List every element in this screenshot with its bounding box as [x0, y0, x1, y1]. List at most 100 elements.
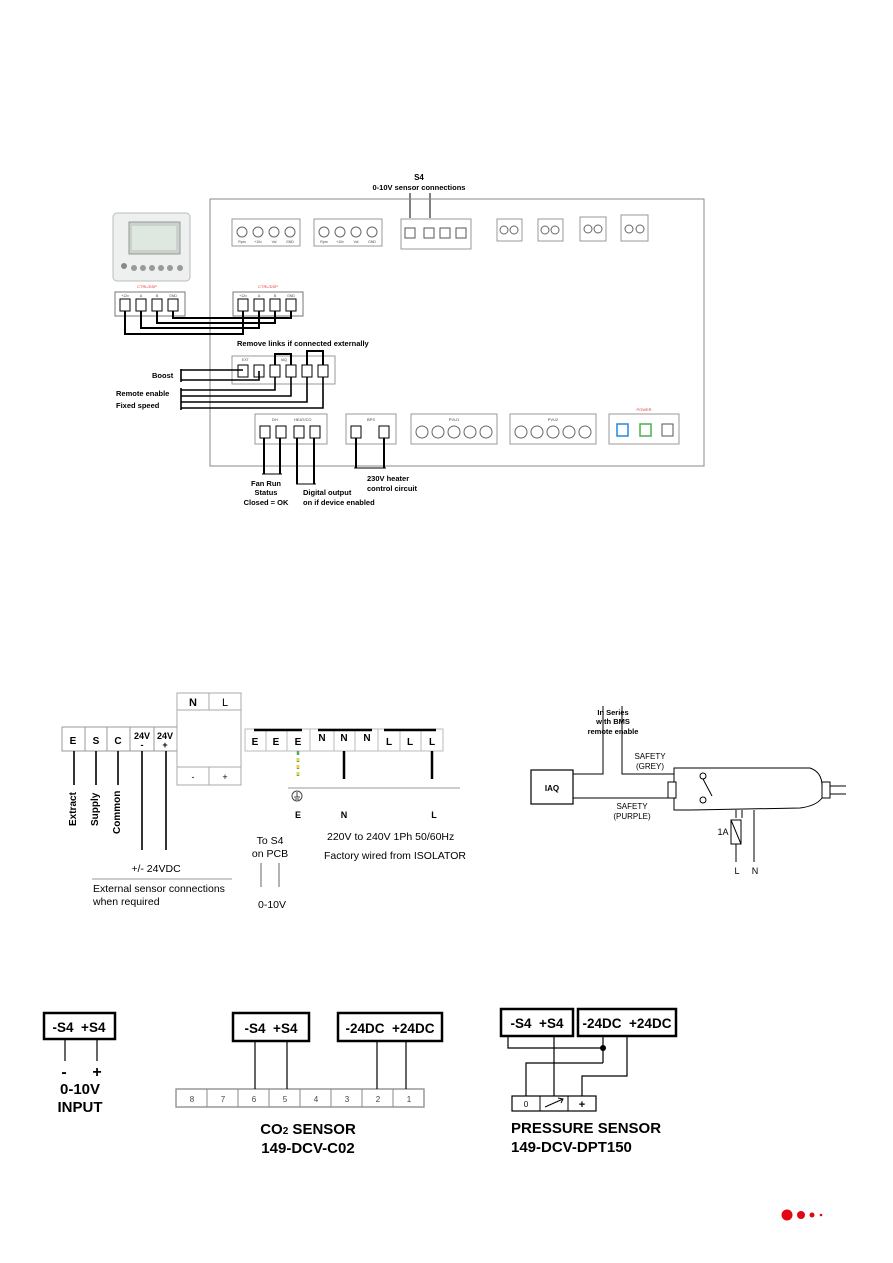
earth-symbol-icon [291, 790, 303, 802]
fan-run-1: Fan Run [251, 479, 281, 488]
svg-text:7: 7 [221, 1095, 226, 1104]
mains-terminal-cells: E E E N N N L L L [244, 728, 444, 752]
svg-text:PVU2: PVU2 [548, 417, 559, 422]
pm24vdc-label: +/- 24VDC [131, 863, 181, 875]
svg-text:-: - [192, 772, 195, 782]
svg-text:+: + [162, 740, 167, 750]
pressure-title-2: 149-DCV-DPT150 [511, 1139, 632, 1156]
fuse-label: 1A [717, 827, 728, 837]
svg-text:-: - [141, 740, 144, 750]
psu-module: N L - + [176, 692, 242, 786]
svg-text:B: B [156, 294, 159, 298]
external-sensor-2: when required [92, 896, 160, 908]
pressure-wires [507, 1036, 628, 1096]
series-2: with BMS [595, 717, 630, 726]
svg-text:+: + [579, 1099, 585, 1111]
svg-text:CTRL/DSP: CTRL/DSP [137, 284, 157, 289]
svg-text:A: A [140, 294, 143, 298]
svg-text:EXT: EXT [242, 358, 250, 362]
pvu2-terminal: PVU2 [509, 413, 597, 445]
co2-s4-box: -S4 +S4 [245, 1021, 298, 1036]
svg-text:CTRL/DSP: CTRL/DSP [258, 284, 278, 289]
s4-title: S4 [414, 173, 424, 182]
to-s4-1: To S4 [257, 835, 284, 847]
svg-text:S: S [93, 736, 100, 747]
svg-text:N: N [340, 733, 347, 744]
supply-label: Supply [90, 792, 101, 826]
series-3: remote enable [588, 727, 639, 736]
co2-dc-box: -24DC +24DC [346, 1021, 435, 1036]
svg-text:L: L [429, 737, 435, 748]
to-s4-2: on PCB [252, 848, 288, 860]
sensor-terminal-cells: E S C 24V - 24V + [61, 726, 178, 752]
input-minus: - [61, 1064, 66, 1081]
pcb-diagram: S4 0-10V sensor connections Rpm +10v Vol… [112, 173, 705, 507]
external-sensor-1: External sensor connections [93, 883, 225, 895]
s4-subtitle: 0-10V sensor connections [373, 183, 466, 192]
safety-grey-1: SAFETY [634, 752, 666, 761]
svg-text:PVU1: PVU1 [449, 417, 460, 422]
svg-text:0: 0 [524, 1100, 529, 1109]
svg-text:N: N [318, 733, 325, 744]
remote-enable-label: Remote enable [116, 389, 169, 398]
svg-text:+12v: +12v [121, 294, 129, 298]
bps-wires [354, 438, 386, 469]
svg-text:Vol: Vol [354, 240, 359, 244]
input-box-label: -S4 +S4 [53, 1020, 106, 1035]
potentiometer-icon [544, 1097, 564, 1108]
safety-switch-icon [667, 767, 846, 862]
extract-label: Extract [68, 791, 79, 826]
svg-text:POWER: POWER [636, 407, 651, 412]
svg-text:GND: GND [368, 240, 376, 244]
svg-text:1: 1 [407, 1095, 412, 1104]
safety-purple-2: (PURPLE) [613, 812, 651, 821]
fixed-speed-label: Fixed speed [116, 401, 160, 410]
junction-dot [600, 1045, 606, 1051]
v2-terminal: Rpm +10v Vol GND [313, 218, 383, 247]
brand-dots-icon [781, 1209, 823, 1221]
safety-n: N [752, 866, 759, 876]
bps-terminal: BPS [345, 413, 397, 445]
svg-text:GND: GND [287, 294, 295, 298]
fan-run-2: Status [255, 488, 278, 497]
series-1: In Series [597, 708, 628, 717]
svg-text:5: 5 [283, 1095, 288, 1104]
svg-text:L: L [407, 737, 413, 748]
input-plus: + [92, 1064, 101, 1081]
svg-text:Vol: Vol [272, 240, 277, 244]
svg-text:+12v: +12v [239, 294, 247, 298]
terminal-strip-diagram: E S C 24V - 24V + N L - + [61, 692, 466, 911]
e-label: E [295, 810, 301, 820]
svg-text:Rpm: Rpm [238, 240, 245, 244]
safety-purple-1: SAFETY [616, 802, 648, 811]
pvu1-terminal: PVU1 [410, 413, 498, 445]
svg-text:24V: 24V [134, 731, 150, 741]
small-connectors [496, 214, 649, 242]
boost-label: Boost [152, 371, 174, 380]
svg-text:4: 4 [314, 1095, 319, 1104]
safety-l: L [734, 866, 739, 876]
l-label: L [431, 810, 437, 820]
safety-wires [573, 706, 680, 799]
zero-ten-label: 0-10V [258, 899, 286, 911]
sensor-wires [73, 751, 167, 850]
svg-text:C: C [114, 736, 121, 747]
pressure-sensor-diagram: -S4 +S4 -24DC +24DC 0 + PRESSURE SENSOR … [499, 1007, 678, 1156]
n-label: N [341, 810, 348, 820]
svg-text:6: 6 [252, 1095, 257, 1104]
pcb-board [209, 198, 705, 467]
svg-text:2: 2 [376, 1095, 381, 1104]
pressure-dc-box: -24DC +24DC [583, 1016, 672, 1031]
svg-text:GND: GND [169, 294, 177, 298]
digital-output-1: Digital output [303, 488, 352, 497]
pressure-title-1: PRESSURE SENSOR [511, 1120, 661, 1137]
ctrl-wires [124, 311, 292, 335]
power-terminal: POWER [608, 407, 680, 445]
fan-run-3: Closed = OK [244, 498, 289, 507]
dh-heat-terminal: DH HEAT/CO [254, 413, 328, 445]
co2-wires [254, 1041, 407, 1089]
mains-2: Factory wired from ISOLATOR [324, 850, 466, 862]
remove-links-label: Remove links if connected externally [237, 339, 370, 348]
controller-display [112, 212, 191, 282]
svg-text:HEAT/CO: HEAT/CO [294, 417, 311, 422]
